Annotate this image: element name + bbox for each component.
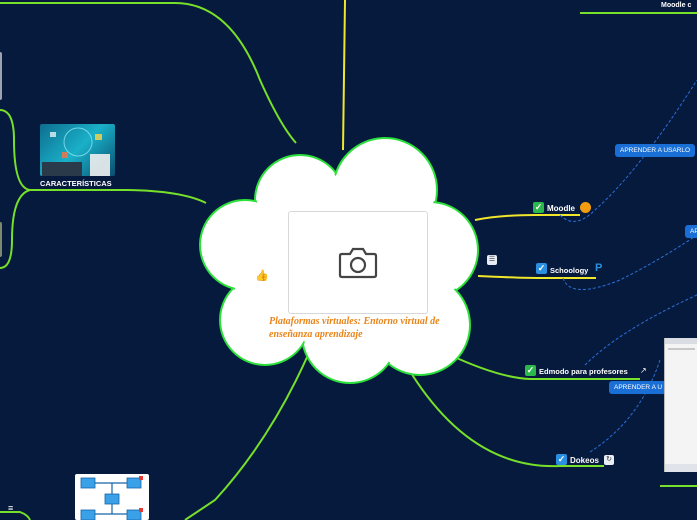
branch-bottom-left (184, 354, 309, 520)
computer-network-image[interactable] (75, 474, 149, 520)
schoology-logo-icon: P (595, 262, 603, 274)
aprender-pill-cut-2[interactable]: APRENDER A U (609, 381, 668, 394)
check-icon[interactable]: ✓ (525, 365, 536, 376)
branch-edmodo (449, 354, 640, 380)
external-link-icon[interactable]: ↗ (640, 366, 647, 375)
branch-top-left (0, 2, 297, 144)
aprender-pill-cut[interactable]: AP (685, 225, 697, 238)
left-cut-box-mid[interactable] (0, 222, 2, 257)
branch-moodle (474, 214, 580, 221)
central-topic-title[interactable]: Plataformas virtuales: Entorno virtual d… (269, 316, 440, 340)
branch-left-curve-up (0, 109, 31, 191)
dokeos-label[interactable]: Dokeos (570, 456, 599, 465)
screenshot-thumbnail[interactable] (664, 338, 697, 472)
refresh-icon[interactable]: ↻ (604, 455, 614, 465)
check-icon[interactable]: ✓ (533, 202, 544, 213)
dashed-link-4 (589, 359, 661, 453)
moodle-logo-icon (580, 202, 591, 213)
left-cut-box-top[interactable] (0, 52, 2, 100)
branch-dokeos (407, 367, 604, 468)
menu-icon[interactable]: ≡ (8, 503, 14, 513)
dashed-link-3 (584, 294, 697, 366)
branch-top-yellow (342, 0, 346, 151)
camera-icon (338, 247, 378, 279)
note-icon[interactable]: ☰ (487, 255, 497, 265)
moodle-cut-label[interactable]: Moodle c (661, 2, 692, 9)
moodle-label[interactable]: Moodle (547, 204, 575, 213)
branch-bottom-left-2 (0, 511, 31, 520)
thumbs-up-icon: 👍 (255, 270, 269, 282)
people-technology-image[interactable] (40, 124, 115, 176)
aprender-a-usarlo-pill[interactable]: APRENDER A USARLO (615, 144, 696, 157)
check-icon[interactable]: ✓ (556, 454, 567, 465)
dashed-link-1 (559, 79, 697, 222)
edmodo-label[interactable]: Edmodo para profesores (539, 367, 628, 376)
branch-left-curve-down (0, 189, 31, 269)
branch-caracteristicas (30, 189, 207, 204)
central-image-placeholder[interactable] (288, 211, 428, 314)
schoology-label[interactable]: Schoology (550, 266, 589, 275)
caracteristicas-label[interactable]: CARACTERÍSTICAS (40, 179, 112, 188)
branch-schoology (477, 275, 596, 279)
check-icon[interactable]: ✓ (536, 263, 547, 274)
dashed-link-2 (562, 234, 697, 290)
